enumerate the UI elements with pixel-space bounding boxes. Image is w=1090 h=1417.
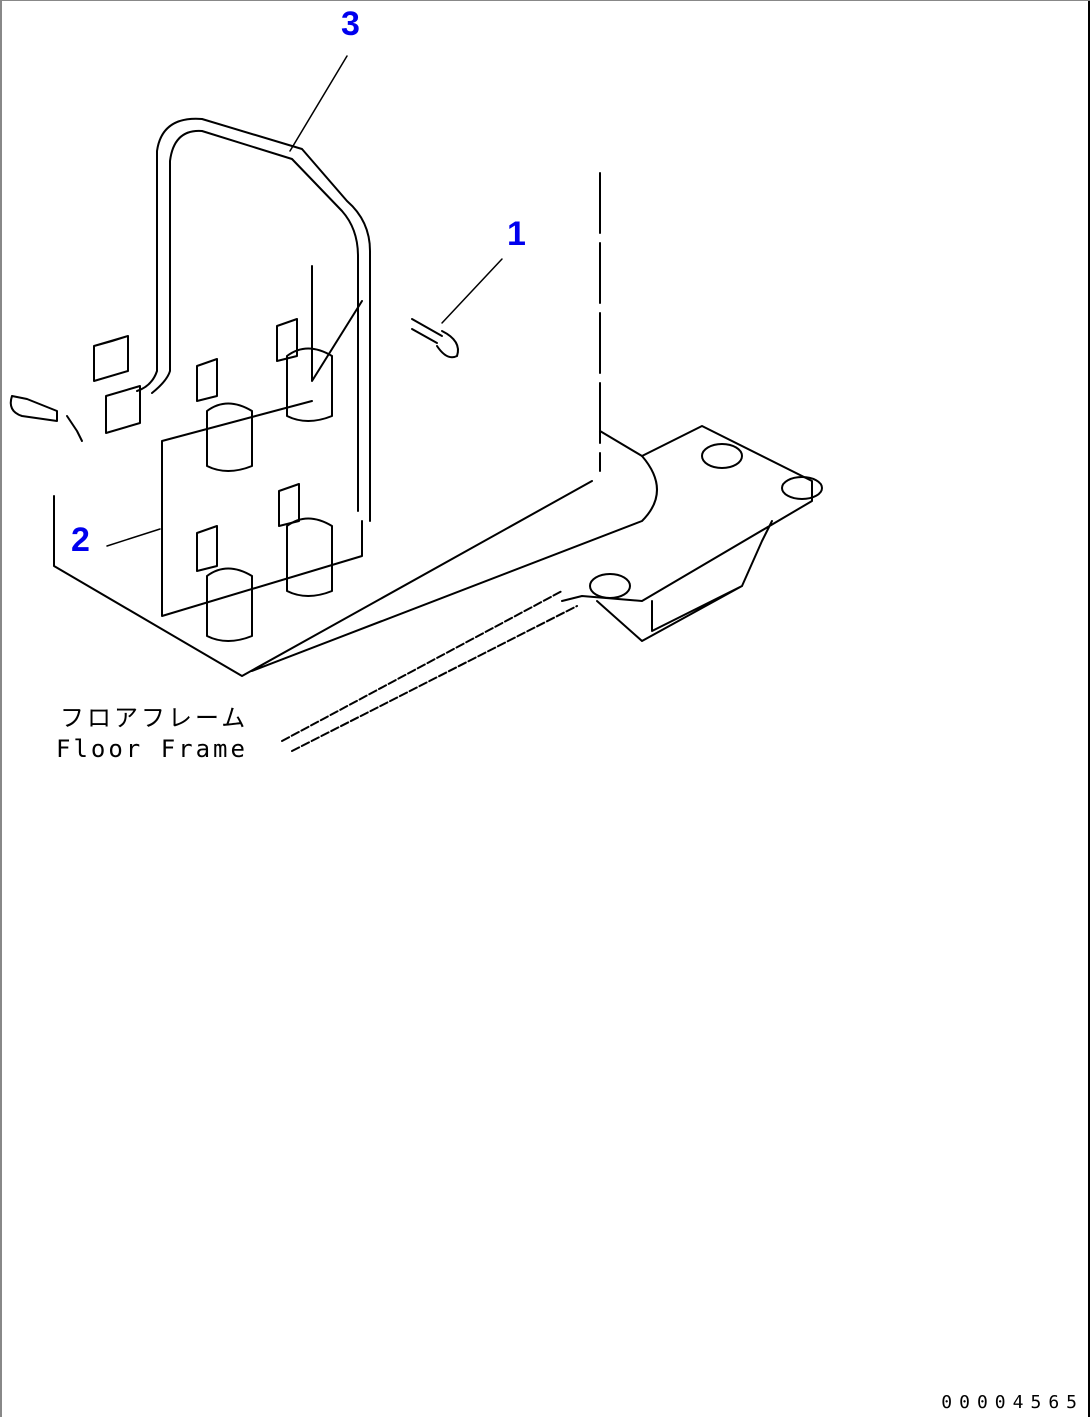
bolt-hole-1: [701, 443, 743, 469]
leader-3: [289, 55, 348, 152]
frame-rail: [281, 590, 578, 752]
mount-bracket: [561, 425, 813, 642]
drawing-code: 00004565: [941, 1392, 1084, 1413]
leader-1: [441, 258, 503, 324]
label-floor-frame-jp: フロアフレーム: [60, 704, 249, 732]
bolt-hole-2: [781, 476, 823, 500]
callout-1[interactable]: 1: [507, 215, 526, 253]
rubber-block-1: [93, 335, 129, 382]
callout-3[interactable]: 3: [341, 5, 360, 43]
label-floor-frame-en: Floor Frame: [56, 735, 248, 763]
bolt-hole-3: [589, 573, 631, 599]
damper-cylinders: [196, 318, 333, 642]
callout-2[interactable]: 2: [71, 521, 90, 559]
rubber-block-2: [105, 385, 141, 434]
frame-border: [1088, 1, 1090, 1417]
bolt-1: [411, 318, 459, 359]
bolt-left: [9, 395, 83, 442]
floor-plate: [53, 430, 658, 677]
handrail: [136, 117, 371, 522]
leader-2: [106, 528, 161, 547]
